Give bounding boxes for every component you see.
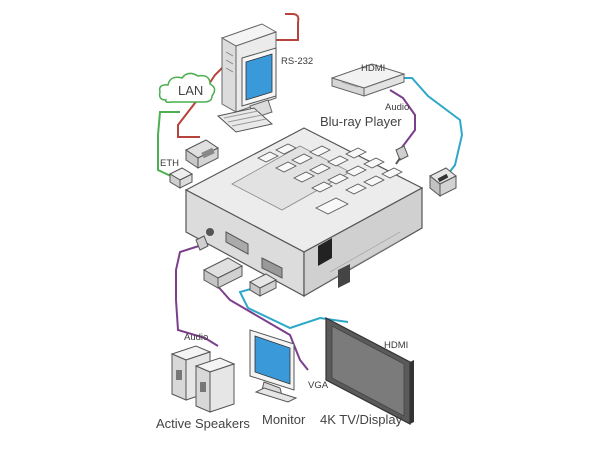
speakers-label: Active Speakers — [156, 416, 250, 431]
lan-label: LAN — [178, 83, 203, 98]
hdmi-output-label: HDMI — [384, 340, 408, 351]
db9-connector-icon — [185, 139, 219, 169]
cloud-icon — [158, 72, 216, 103]
speaker-icon — [170, 345, 236, 413]
monitor-label: Monitor — [262, 412, 306, 427]
hdmi-output-connector-icon — [248, 273, 278, 297]
rs232-label: RS-232 — [281, 56, 313, 67]
monitor-icon — [249, 329, 298, 403]
hdmi-connector-icon — [429, 167, 457, 198]
audio-output-jack-icon — [195, 235, 209, 251]
ethernet-connector-icon — [168, 167, 194, 189]
audio-output-label: Audio — [184, 332, 208, 343]
audio-input-cable — [389, 89, 416, 151]
keypad-buttons — [257, 143, 403, 215]
bluray-label: Blu-ray Player — [320, 114, 402, 129]
audio-output-cable — [175, 243, 219, 347]
bluray-player-icon — [330, 63, 406, 97]
tv-label: 4K TV/Display — [320, 412, 403, 427]
tv-display-icon — [325, 317, 414, 425]
hdmi-output-cable — [238, 286, 349, 330]
audio-input-label: Audio — [385, 102, 409, 113]
vga-label: VGA — [308, 380, 329, 391]
hdmi-input-cable — [378, 77, 464, 179]
vga-cable — [213, 281, 309, 371]
desktop-computer-icon — [216, 23, 278, 133]
vga-connector-icon — [202, 257, 244, 289]
hdmi-input-label: HDMI — [361, 63, 385, 74]
eth-label: ETH — [160, 158, 179, 169]
audio-jack-icon — [395, 145, 409, 165]
lan-cable — [157, 111, 180, 179]
av-switcher-device — [184, 127, 424, 298]
